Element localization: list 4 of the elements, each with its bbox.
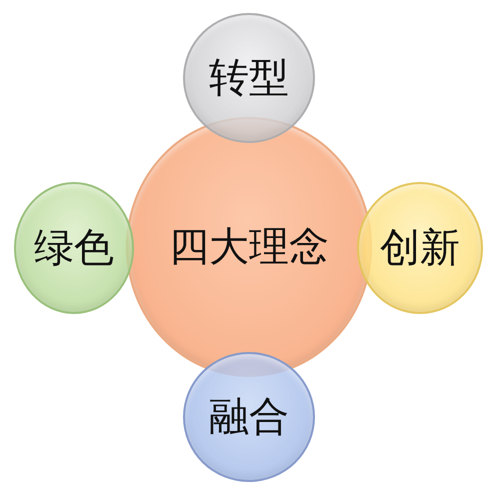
concept-circle: 创新 [357, 182, 483, 314]
concept-circle: 绿色 [14, 182, 134, 314]
concept-circle: 转型 [183, 13, 315, 143]
concept-circle: 融合 [183, 352, 315, 482]
